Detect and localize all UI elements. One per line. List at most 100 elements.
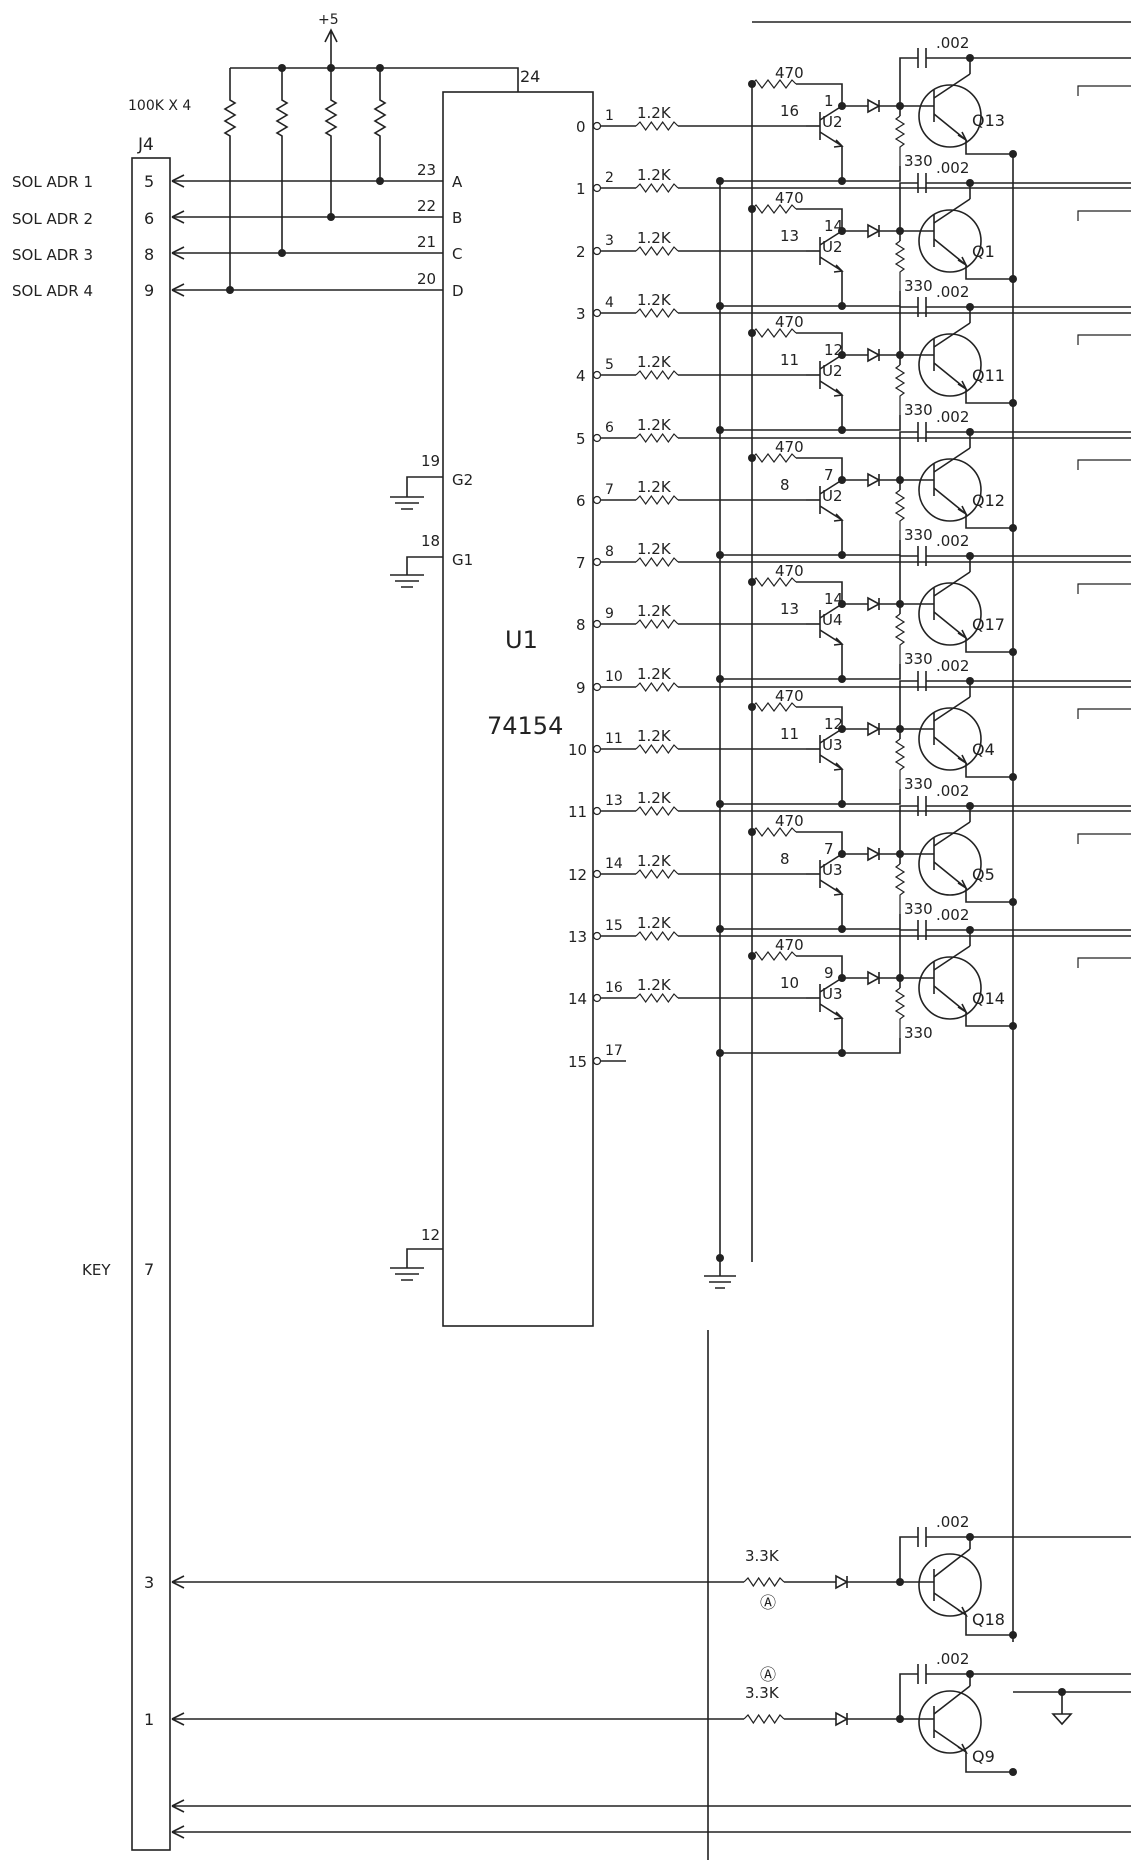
output-number: 15 bbox=[568, 1053, 587, 1071]
address-name: B bbox=[452, 209, 462, 227]
driver-base-pin: 13 bbox=[780, 227, 799, 245]
transistor-label: Q5 bbox=[972, 865, 995, 884]
driver-ic-label: U2 bbox=[822, 113, 843, 131]
ground-pin: 12 bbox=[421, 1226, 440, 1244]
output-number: 5 bbox=[576, 430, 586, 448]
address-pin: 20 bbox=[417, 270, 436, 288]
output-bubble bbox=[592, 619, 602, 629]
driver-ic-label: U2 bbox=[822, 238, 843, 256]
extra-resistor-value: 3.3K bbox=[745, 1684, 780, 1702]
series-resistor-value: 1.2K bbox=[637, 665, 672, 683]
output-pin: 6 bbox=[605, 420, 614, 436]
output-bubble bbox=[592, 744, 602, 754]
divider-value: 330 bbox=[904, 1024, 933, 1042]
series-resistor-value: 1.2K bbox=[637, 416, 672, 434]
transistor-body bbox=[918, 209, 982, 273]
driver-base-pin: 16 bbox=[780, 102, 799, 120]
output-bubble bbox=[592, 993, 602, 1003]
output-number: 0 bbox=[576, 118, 586, 136]
output-number: 11 bbox=[568, 803, 587, 821]
divider-value: 330 bbox=[904, 650, 933, 668]
output-pin: 17 bbox=[605, 1043, 623, 1059]
output-number: 13 bbox=[568, 928, 587, 946]
driver-out-pin: 7 bbox=[824, 466, 834, 484]
divider-value: 330 bbox=[904, 900, 933, 918]
pullup-value: 470 bbox=[775, 812, 804, 830]
output-pin: 2 bbox=[605, 170, 614, 186]
cap-value: .002 bbox=[936, 906, 969, 924]
junction-dot bbox=[1009, 150, 1017, 158]
address-pin: 23 bbox=[417, 161, 436, 179]
output-pin: 7 bbox=[605, 482, 614, 498]
output-pin: 1 bbox=[605, 108, 614, 124]
output-pin: 10 bbox=[605, 669, 623, 685]
cap-value: .002 bbox=[936, 532, 969, 550]
output-bubble bbox=[592, 308, 602, 318]
cap-value: .002 bbox=[936, 1650, 969, 1668]
output-number: 4 bbox=[576, 367, 586, 385]
output-bubble bbox=[592, 495, 602, 505]
driver-ic-label: U3 bbox=[822, 736, 843, 754]
output-bubble bbox=[592, 869, 602, 879]
transistor-label: Q13 bbox=[972, 111, 1005, 130]
driver-out-pin: 9 bbox=[824, 964, 834, 982]
input-label: SOL ADR 2 bbox=[12, 210, 93, 228]
note-marker: Ⓐ bbox=[760, 1593, 776, 1612]
output-pin: 3 bbox=[605, 233, 614, 249]
divider-value: 330 bbox=[904, 526, 933, 544]
output-number: 6 bbox=[576, 492, 586, 510]
pullup-value: 470 bbox=[775, 936, 804, 954]
output-bubble bbox=[592, 370, 602, 380]
transistor-label: Q1 bbox=[972, 242, 995, 261]
address-pin: 22 bbox=[417, 197, 436, 215]
series-resistor-value: 1.2K bbox=[637, 602, 672, 620]
bus-lines bbox=[704, 21, 1131, 1860]
connector-pin: 1 bbox=[144, 1710, 154, 1729]
driver-base-pin: 8 bbox=[780, 476, 790, 494]
pullup-value: 470 bbox=[775, 189, 804, 207]
series-resistor-value: 1.2K bbox=[637, 104, 672, 122]
pullup-value: 470 bbox=[775, 64, 804, 82]
series-resistor-value: 1.2K bbox=[637, 727, 672, 745]
transistor-label: Q17 bbox=[972, 615, 1005, 634]
output-pin: 5 bbox=[605, 357, 614, 373]
series-resistor-value: 1.2K bbox=[637, 291, 672, 309]
transistor-label: Q14 bbox=[972, 989, 1005, 1008]
input-label: SOL ADR 4 bbox=[12, 282, 93, 300]
decoder-u1: 24 U1 74154 23 A 22 B 21 C 20 D 19 G2 18… bbox=[390, 67, 594, 1327]
extra-connector-lines bbox=[171, 1688, 1131, 1839]
driver-out-pin: 1 bbox=[824, 92, 834, 110]
junction-dot bbox=[1009, 1631, 1017, 1639]
divider-value: 330 bbox=[904, 775, 933, 793]
transistor-body bbox=[918, 1553, 982, 1617]
connector-pin-key: 7 bbox=[144, 1260, 154, 1279]
cap-value: .002 bbox=[936, 283, 969, 301]
key-label: KEY bbox=[82, 1261, 111, 1279]
output-bubble bbox=[592, 433, 602, 443]
connector-pin: 9 bbox=[144, 281, 154, 300]
address-lines bbox=[171, 174, 443, 297]
transistor-body bbox=[918, 84, 982, 148]
driver-out-pin: 7 bbox=[824, 840, 834, 858]
enable-pin: 18 bbox=[421, 532, 440, 550]
address-name: D bbox=[452, 282, 464, 300]
pullup-label: 100K X 4 bbox=[128, 98, 191, 114]
transistor-body bbox=[918, 458, 982, 522]
decoder-u1-body bbox=[442, 91, 594, 1327]
series-resistor-value: 1.2K bbox=[637, 229, 672, 247]
driver-base-pin: 11 bbox=[780, 725, 799, 743]
driver-ic-label: U4 bbox=[822, 611, 843, 629]
solenoid-address-inputs: SOL ADR 1 5 SOL ADR 2 6 SOL ADR 3 8 SOL … bbox=[12, 172, 154, 300]
decoder-name: U1 bbox=[505, 626, 538, 654]
supply-label: +5 bbox=[318, 12, 339, 28]
